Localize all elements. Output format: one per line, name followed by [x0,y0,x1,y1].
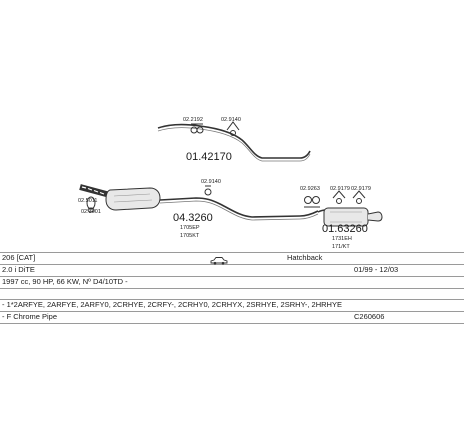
rear-box-note: 1731EH [332,236,352,242]
clamp-icon [304,196,320,208]
period-label: 01/99 - 12/03 [354,265,399,274]
front-pipe-number: 04.3260 [173,212,213,224]
front-pipe-note: 1705KT [180,233,200,239]
mid-pipe [157,123,311,159]
divider [0,264,464,265]
rear-box-note: 171/KT [332,244,350,250]
engine-label: 2.0 i DiTE [2,265,35,274]
rear-box-number: 01.63260 [322,223,368,235]
divider [0,288,464,289]
exhaust-diagram: 01.42170 04.3260 01.63260 02.2192 02.914… [78,117,383,250]
pipe-code-label: C260606 [354,312,385,321]
clamp-code: 02.9179 [330,186,350,192]
mid-pipe-number: 01.42170 [186,151,232,163]
clamp-code: 02.9179 [351,186,371,192]
mid-pipe-inner [157,127,311,162]
gasket-icon [86,196,96,213]
clamp-code: 02.5011 [78,198,97,204]
divider [0,299,464,300]
divider [0,276,464,277]
engine-codes-label: - 1*2ARFYE, 2ARFYE, 2ARFY0, 2CRHYE, 2CRF… [2,300,342,309]
clamp-code: 02.9140 [221,117,241,123]
hanger-icon [190,123,204,134]
pipe-type-label: - F Chrome Pipe [2,312,58,321]
divider [0,323,464,324]
body-type-label: Hatchback [287,253,323,262]
hanger-icon [204,185,212,196]
clamp-code: 02.9263 [300,186,320,192]
divider [0,252,464,253]
clamp-code: 02.2192 [183,117,203,123]
car-icon [210,257,228,265]
flex-pipe [79,184,111,198]
clamp-icon [352,190,366,204]
model-label: 206 [CAT] [2,253,36,262]
rear-silencer [317,207,383,227]
divider [0,311,464,312]
clamp-code: 02.3001 [81,209,101,215]
hanger-icon [226,121,240,136]
specs-label: 1997 cc, 90 HP, 66 KW, Nº D4/10TD - [2,277,128,286]
catalytic-converter [105,187,161,211]
clamp-icon [332,190,346,204]
clamp-code: 02.9140 [201,179,221,185]
front-pipe [159,197,319,218]
front-pipe-note: 1705EP [180,225,200,231]
